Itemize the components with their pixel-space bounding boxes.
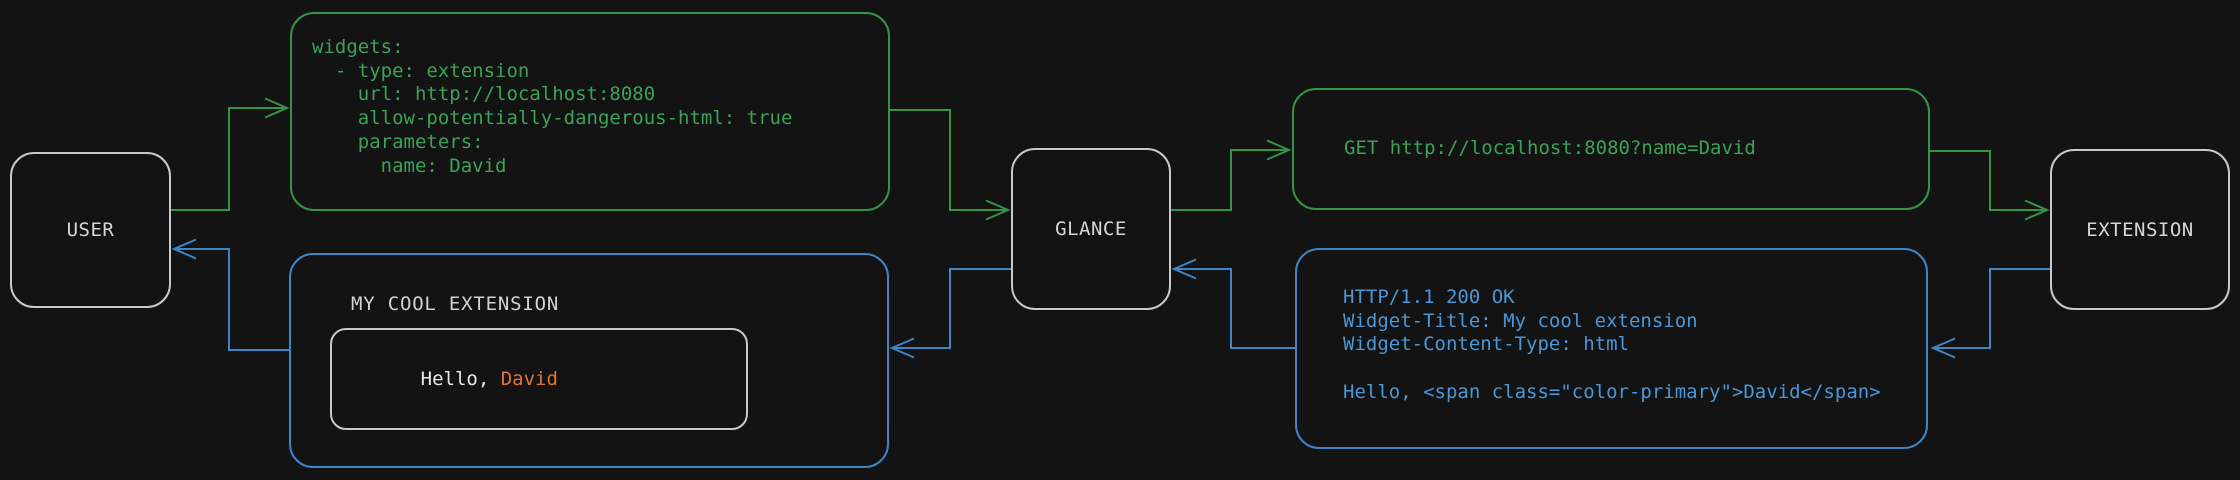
arrow-config-to-glance [890,109,1011,221]
arrow-glance-to-widget [889,268,1011,359]
widget-render-box [289,253,889,468]
arrow-request-to-extension [1930,150,2050,221]
glance-node-label: GLANCE [1055,218,1127,240]
config-yaml-box [290,12,890,211]
widget-title: MY COOL EXTENSION [351,293,560,315]
http-request-box: GET http://localhost:8080?name=David [1292,88,1930,210]
arrow-widget-to-user [171,238,289,351]
extension-node: EXTENSION [2050,149,2230,310]
arrow-glance-to-request [1171,139,1292,211]
user-node-label: USER [66,219,115,241]
greeting-prefix: Hello, [420,368,501,390]
arrow-user-to-config [171,97,290,211]
arrow-response-to-glance [1171,258,1295,349]
widget-greeting: Hello, David [332,346,558,412]
user-node: USER [10,152,171,308]
greeting-name: David [500,368,558,390]
http-request-code: GET http://localhost:8080?name=David [1344,137,1756,160]
http-response-box [1295,248,1928,449]
arrow-extension-to-response [1930,268,2050,359]
extension-node-label: EXTENSION [2086,218,2194,241]
glance-node: GLANCE [1011,148,1171,310]
config-yaml-code: widgets: - type: extension url: http://l… [312,36,793,177]
widget-greeting-box: Hello, David [330,328,748,430]
http-response-code: HTTP/1.1 200 OK Widget-Title: My cool ex… [1343,286,1881,403]
